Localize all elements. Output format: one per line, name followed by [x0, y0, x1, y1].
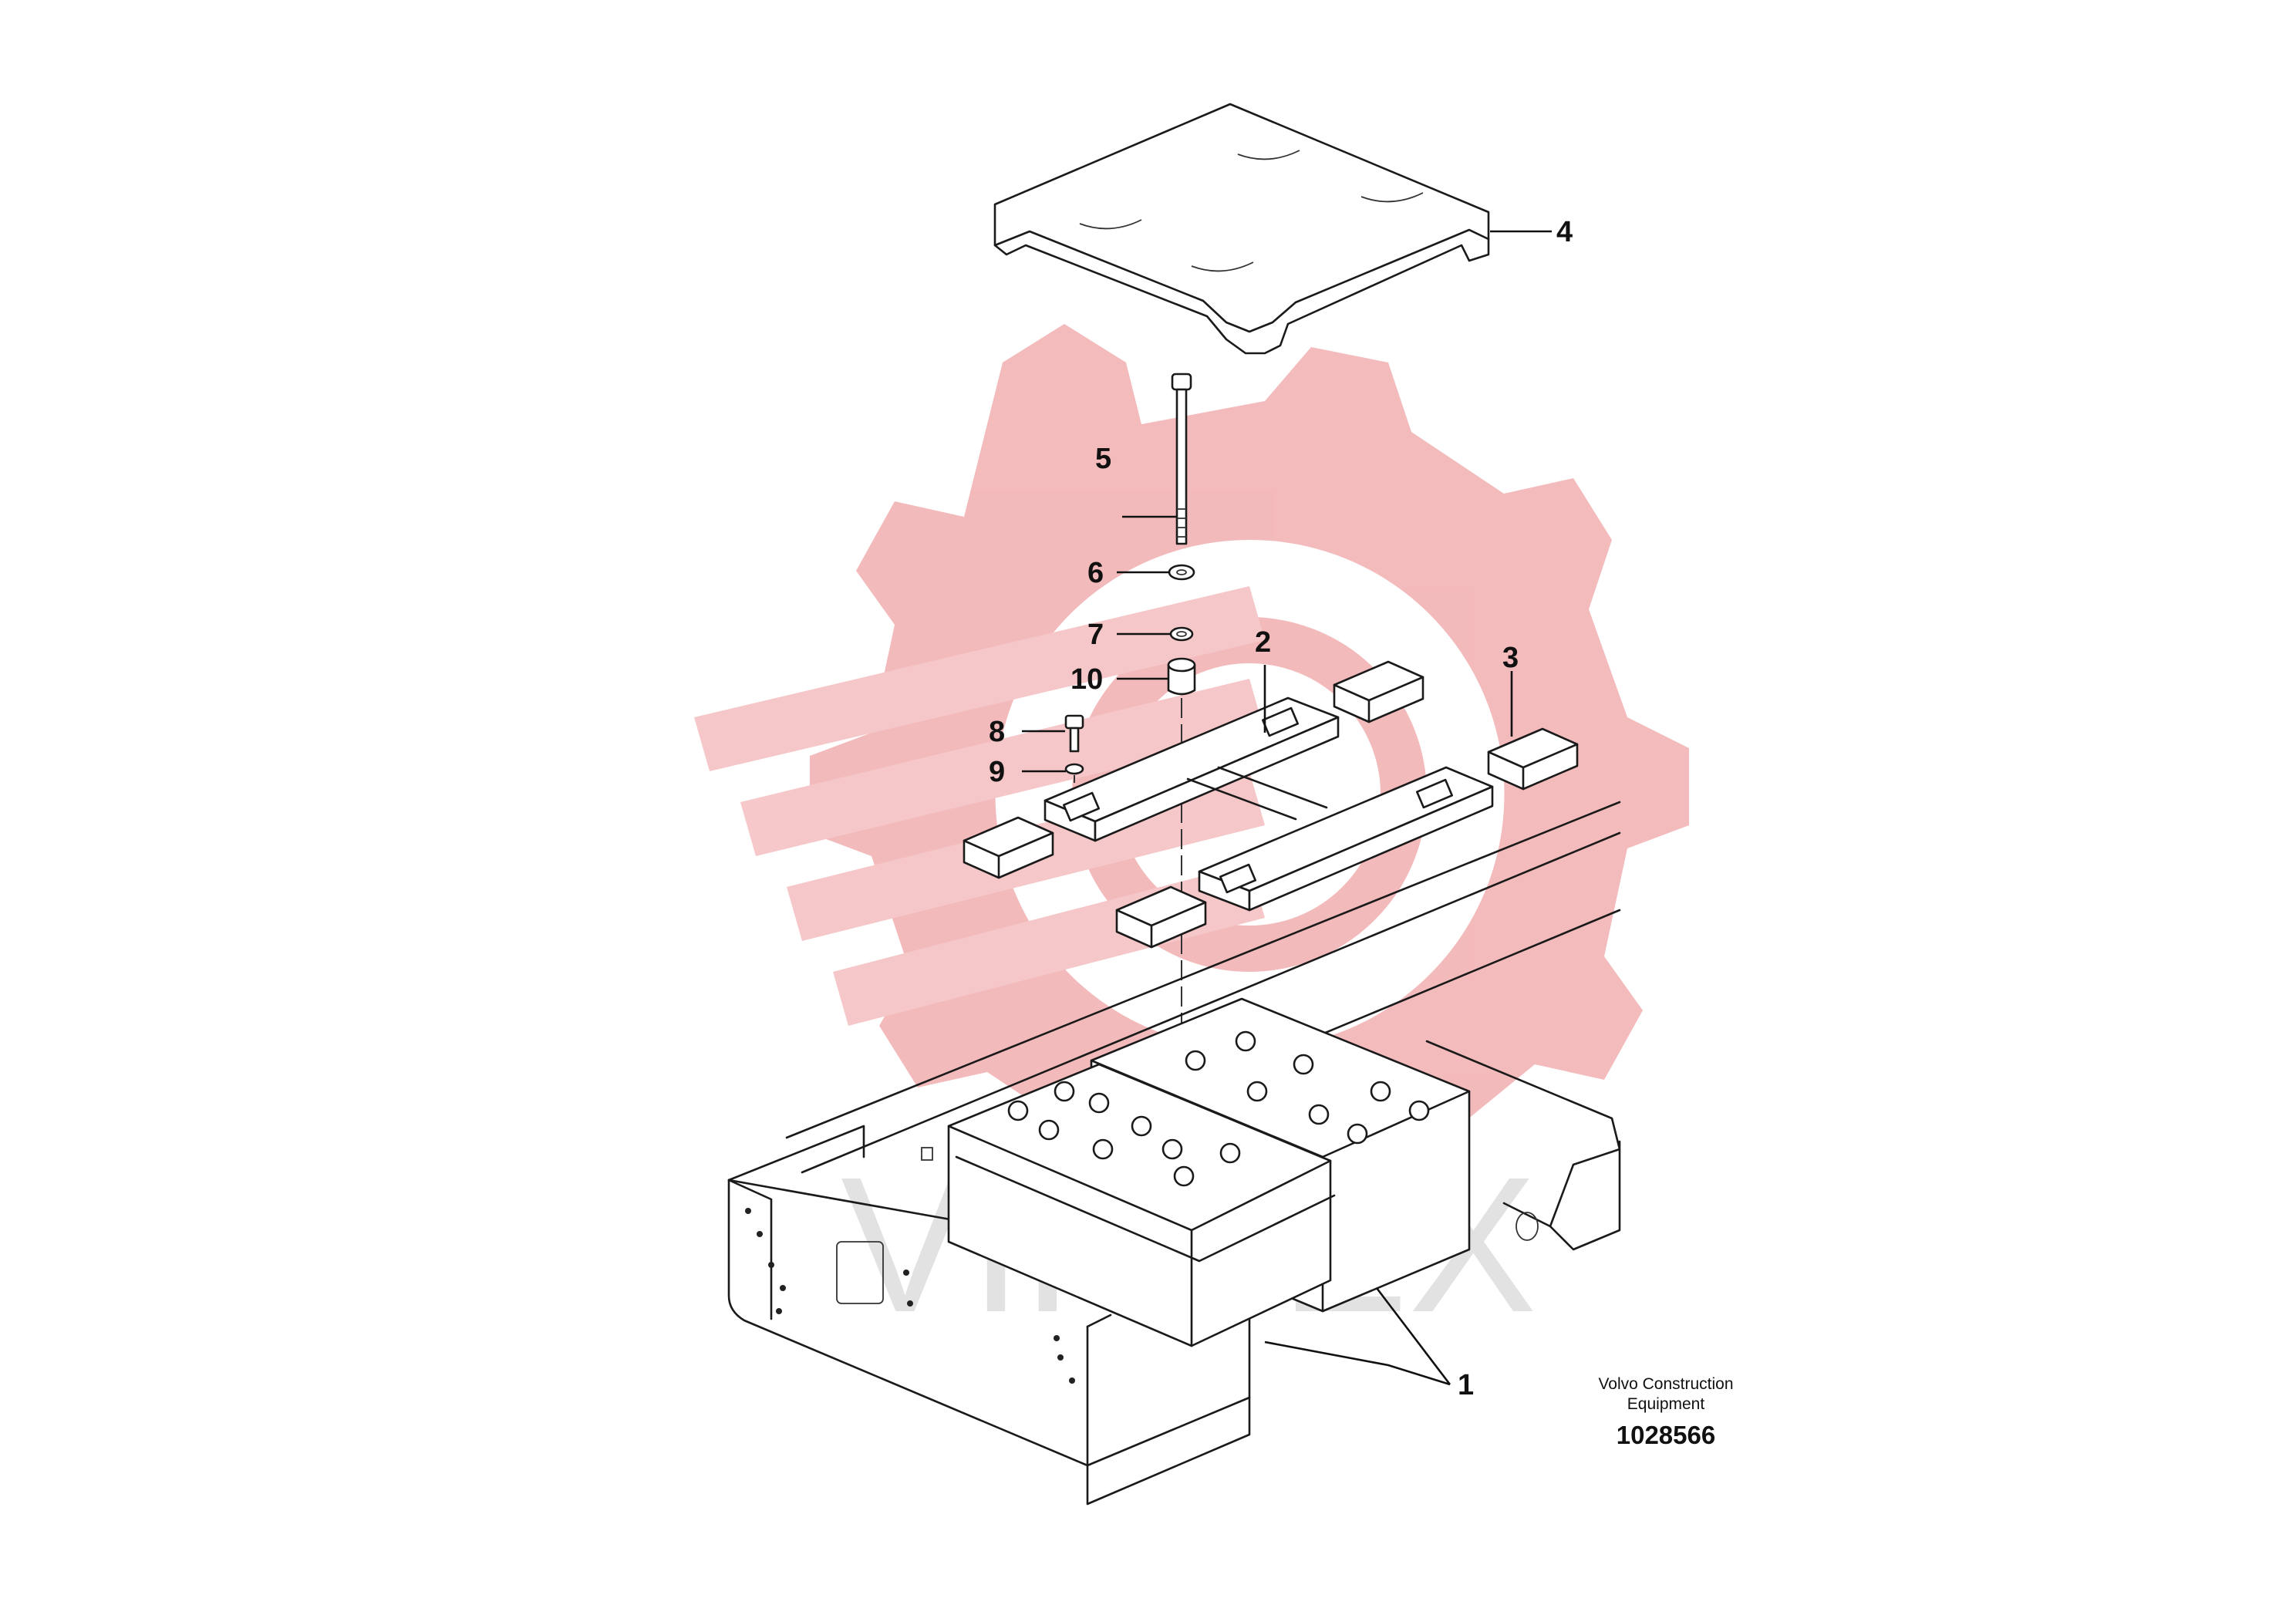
part-6-washer — [1168, 564, 1195, 581]
part-9-washer — [1064, 763, 1084, 775]
manufacturer-line-2: Equipment — [1627, 1395, 1705, 1413]
title-block: Volvo Construction Equipment 1028566 — [1598, 1375, 1733, 1449]
callout-8: 8 — [989, 716, 1005, 748]
callout-10: 10 — [1070, 663, 1103, 696]
part-8-screw — [1064, 714, 1084, 753]
callout-labels: 1 2 3 4 5 6 7 8 9 10 — [989, 216, 1573, 1401]
callout-3: 3 — [1502, 642, 1519, 674]
part-3-end-caps — [963, 660, 1579, 949]
part-1-batteries — [947, 997, 1471, 1347]
part-4-cover — [993, 103, 1490, 355]
callout-1: 1 — [1458, 1369, 1474, 1401]
callout-7: 7 — [1087, 619, 1104, 651]
callout-2: 2 — [1255, 626, 1271, 659]
part-10-spacer — [1167, 657, 1196, 696]
watermark-stripe-1 — [694, 586, 1265, 771]
battery-terminals — [1007, 1030, 1430, 1187]
gear-outline-icon — [810, 324, 1689, 1226]
part-7-washer — [1169, 626, 1194, 642]
leader-lines — [1022, 230, 1552, 1386]
callout-5: 5 — [1095, 443, 1111, 475]
watermark-stripe-2 — [740, 679, 1265, 856]
document-number: 1028566 — [1617, 1421, 1715, 1449]
callout-6: 6 — [1087, 557, 1104, 589]
callout-4: 4 — [1556, 216, 1573, 248]
callout-9: 9 — [989, 756, 1005, 788]
part-5-bolt — [1171, 373, 1192, 545]
manufacturer-line-1: Volvo Construction — [1598, 1375, 1733, 1393]
